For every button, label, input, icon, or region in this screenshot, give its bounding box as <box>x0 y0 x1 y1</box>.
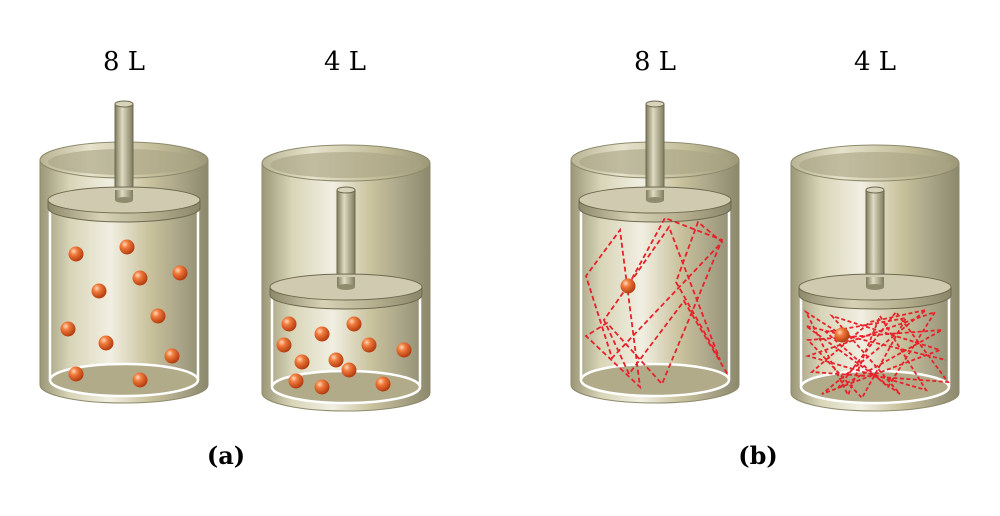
gas-molecule <box>328 352 344 368</box>
gas-molecule <box>119 239 135 255</box>
molecules <box>60 239 188 388</box>
volume-label-b-right: 4 L <box>854 47 896 77</box>
volume-label-a-left: 8 L <box>103 47 145 77</box>
gas-molecule <box>98 335 114 351</box>
cylinder-bottom <box>48 362 200 398</box>
gas-molecule <box>361 337 377 353</box>
cylinder-body <box>570 159 740 404</box>
gas-molecule <box>172 265 188 281</box>
cylinder-body <box>39 159 209 404</box>
cylinder-bottom <box>799 369 951 405</box>
gas-molecule <box>132 270 148 286</box>
gas-molecule <box>294 354 310 370</box>
gas-molecule <box>314 326 330 342</box>
cylinder-a-left <box>39 100 209 404</box>
gas-molecule <box>834 327 850 343</box>
gas-molecule <box>164 348 180 364</box>
molecule-path <box>803 309 950 400</box>
gas-molecule <box>68 366 84 382</box>
gas-molecule <box>346 316 362 332</box>
gas-molecule <box>60 321 76 337</box>
gas-molecule <box>341 362 357 378</box>
gas-molecule <box>620 278 636 294</box>
volume-label-b-left: 8 L <box>634 47 676 77</box>
gas-molecule <box>150 308 166 324</box>
gas-molecule <box>68 246 84 262</box>
cylinder-bottom <box>579 362 731 398</box>
panel-label-b: (b) <box>738 441 778 470</box>
gas-molecule <box>281 316 297 332</box>
gas-molecule <box>314 379 330 395</box>
cylinder-b-left <box>570 100 740 404</box>
gas-molecule <box>276 337 292 353</box>
cylinder-a-right <box>261 144 431 412</box>
panel-label-a: (a) <box>207 441 245 470</box>
molecules <box>276 316 412 395</box>
molecule-path <box>584 216 729 390</box>
gas-molecule <box>91 283 107 299</box>
gas-molecule <box>396 342 412 358</box>
cylinder-b-right <box>790 144 960 412</box>
volume-label-a-right: 4 L <box>324 47 366 77</box>
gas-molecule <box>375 376 391 392</box>
gas-molecule <box>132 372 148 388</box>
gas-molecule <box>288 373 304 389</box>
